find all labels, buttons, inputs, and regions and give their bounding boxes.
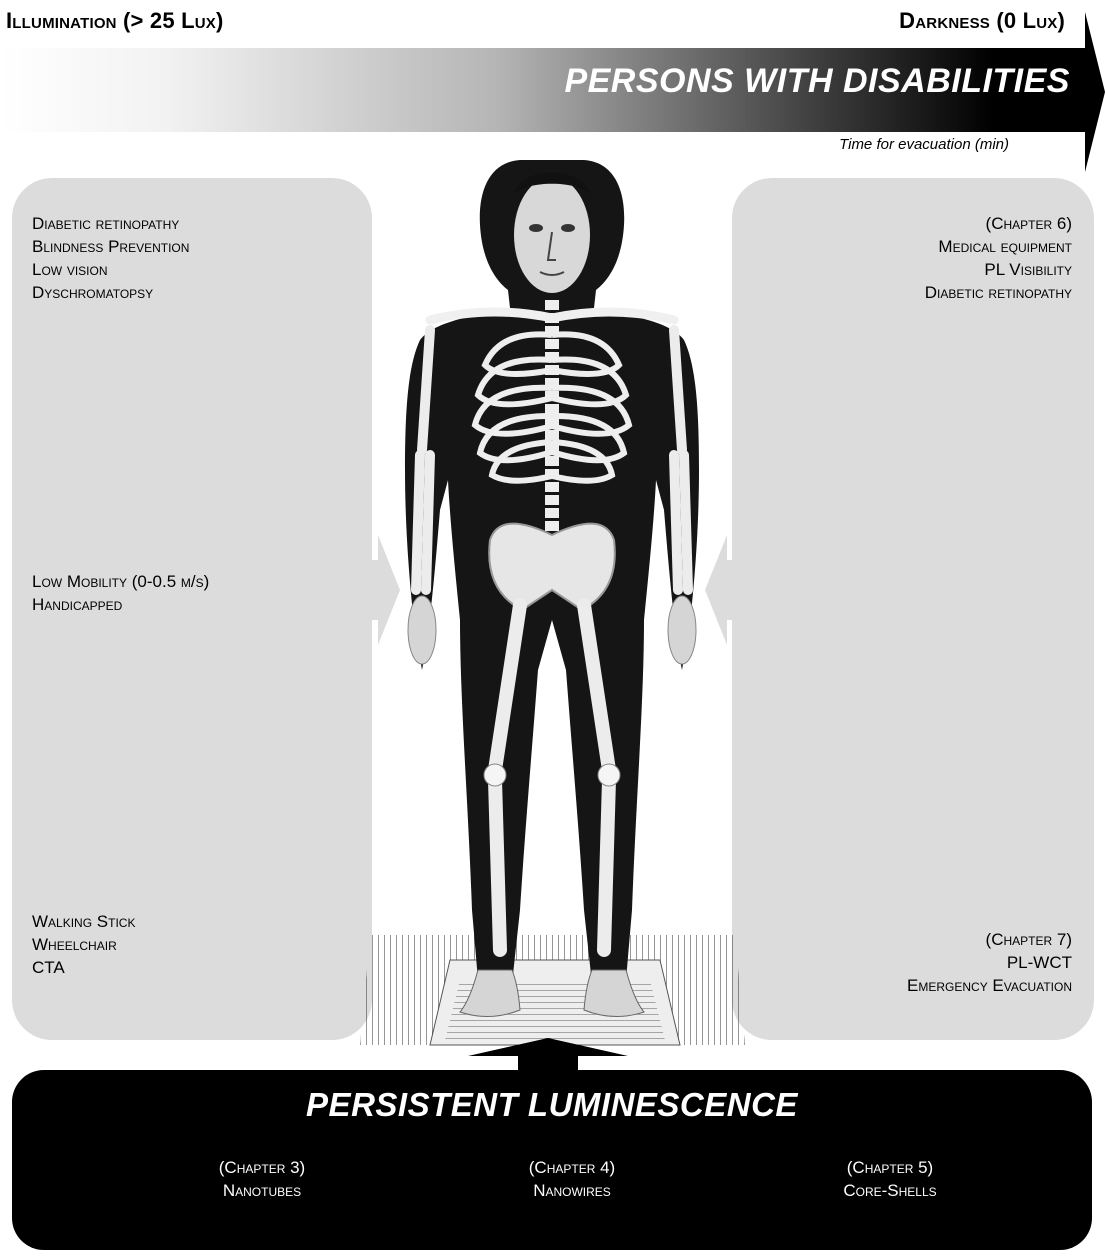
chapter-topic: Nanowires — [462, 1179, 682, 1202]
right-panel: (Chapter 6) Medical equipment PL Visibil… — [732, 178, 1094, 1040]
list-item: (Chapter 6) — [925, 212, 1072, 235]
mobility-aids-list: Walking Stick Wheelchair CTA — [32, 910, 135, 979]
list-item: Handicapped — [32, 593, 209, 616]
chapter-4-block: (Chapter 4) Nanowires — [462, 1156, 682, 1202]
chapter-7-list: (Chapter 7) PL-WCT Emergency Evacuation — [907, 928, 1072, 997]
list-item: Low vision — [32, 258, 189, 281]
list-item: Medical equipment — [925, 235, 1072, 258]
persons-with-disabilities-title: PERSONS WITH DISABILITIES — [564, 62, 1070, 101]
chapter-5-block: (Chapter 5) Core-Shells — [780, 1156, 1000, 1202]
persistent-luminescence-panel: PERSISTENT LUMINESCENCE (Chapter 3) Nano… — [12, 1070, 1092, 1250]
persistent-luminescence-title: PERSISTENT LUMINESCENCE — [12, 1086, 1092, 1124]
vision-conditions-list: Diabetic retinopathy Blindness Preventio… — [32, 212, 189, 304]
list-item: Emergency Evacuation — [907, 974, 1072, 997]
list-item: PL Visibility — [925, 258, 1072, 281]
mobility-conditions-list: Low Mobility (0-0.5 m/s) Handicapped — [32, 570, 209, 616]
list-item: Walking Stick — [32, 910, 135, 933]
illumination-label: Illumination (> 25 Lux) — [6, 8, 224, 34]
up-arrow-icon — [468, 1038, 628, 1074]
human-skeleton-illustration — [360, 150, 745, 1050]
chapter-3-block: (Chapter 3) Nanotubes — [152, 1156, 372, 1202]
list-item: Blindness Prevention — [32, 235, 189, 258]
chapter-topic: Core-Shells — [780, 1179, 1000, 1202]
list-item: Dyschromatopsy — [32, 281, 189, 304]
evacuation-time-label: Time for evacuation (min) — [839, 136, 1009, 153]
list-item: (Chapter 7) — [907, 928, 1072, 951]
chapter-6-list: (Chapter 6) Medical equipment PL Visibil… — [925, 212, 1072, 304]
list-item: CTA — [32, 956, 135, 979]
list-item: PL-WCT — [907, 951, 1072, 974]
list-item: Diabetic retinopathy — [925, 281, 1072, 304]
list-item: Wheelchair — [32, 933, 135, 956]
chapter-label: (Chapter 5) — [780, 1156, 1000, 1179]
chapter-label: (Chapter 3) — [152, 1156, 372, 1179]
list-item: Low Mobility (0-0.5 m/s) — [32, 570, 209, 593]
chapter-topic: Nanotubes — [152, 1179, 372, 1202]
list-item: Diabetic retinopathy — [32, 212, 189, 235]
left-panel: Diabetic retinopathy Blindness Preventio… — [12, 178, 372, 1040]
chapter-label: (Chapter 4) — [462, 1156, 682, 1179]
darkness-label: Darkness (0 Lux) — [899, 8, 1065, 34]
